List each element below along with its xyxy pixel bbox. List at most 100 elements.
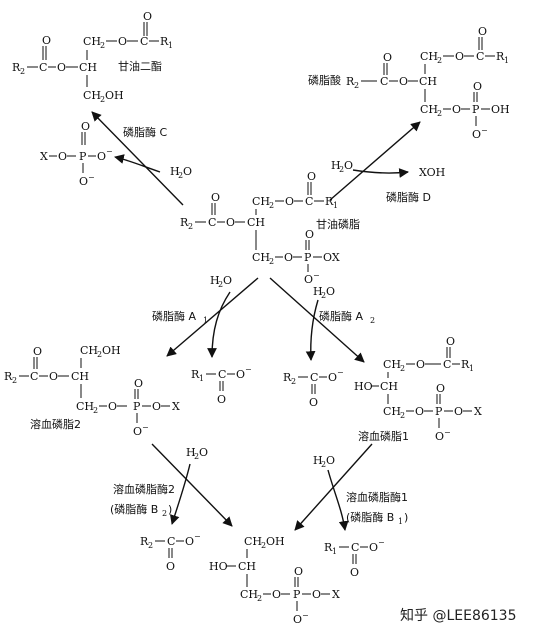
- svg-text:O: O: [236, 368, 245, 381]
- svg-text:H: H: [186, 446, 196, 459]
- svg-text:O: O: [152, 400, 161, 413]
- enzyme-lyso1: 溶血磷脂酶1: [346, 490, 408, 504]
- svg-text:CH: CH: [240, 588, 258, 601]
- svg-text:R: R: [496, 50, 505, 63]
- svg-text:CH: CH: [383, 405, 401, 418]
- svg-text:−: −: [313, 271, 320, 280]
- r2-carboxylate-bottom: R 2 C O − O: [140, 532, 201, 573]
- svg-text:O: O: [183, 165, 192, 178]
- watermark: 知乎 @LEE86135: [400, 607, 516, 624]
- svg-text:CH: CH: [420, 50, 438, 63]
- svg-text:1: 1: [398, 517, 403, 526]
- svg-text:C: C: [140, 35, 148, 48]
- svg-text:P: P: [293, 588, 301, 601]
- svg-text:O: O: [293, 613, 302, 626]
- svg-text:2: 2: [194, 452, 199, 461]
- svg-text:2: 2: [370, 316, 375, 325]
- svg-text:2: 2: [437, 56, 442, 65]
- svg-text:(磷脂酶 B: (磷脂酶 B: [346, 510, 394, 524]
- svg-text:O: O: [272, 588, 281, 601]
- svg-text:O: O: [415, 405, 424, 418]
- lyso2-name: 溶血磷脂2: [30, 417, 81, 431]
- svg-text:1: 1: [333, 201, 338, 210]
- svg-text:X: X: [172, 400, 180, 413]
- svg-text:H: H: [170, 165, 180, 178]
- dag-ch: CH: [79, 61, 97, 74]
- svg-text:O: O: [185, 535, 194, 548]
- svg-text:O: O: [416, 358, 425, 371]
- r1-carboxylate-bottom: R 1 C O − O: [324, 538, 385, 579]
- lyso1-name: 溶血磷脂1: [358, 429, 409, 443]
- svg-text:CH: CH: [419, 75, 437, 88]
- svg-text:O: O: [223, 274, 232, 287]
- svg-text:H: H: [313, 454, 323, 467]
- svg-text:CH: CH: [420, 103, 438, 116]
- svg-text:O: O: [226, 216, 235, 229]
- svg-text:R: R: [4, 370, 13, 383]
- svg-text:1: 1: [332, 547, 337, 556]
- svg-text:1: 1: [199, 374, 204, 383]
- arrow-lyso2: [151, 443, 233, 527]
- svg-text:O: O: [472, 128, 481, 141]
- svg-text:C: C: [305, 195, 313, 208]
- svg-text:C: C: [167, 535, 175, 548]
- svg-text:C: C: [39, 61, 47, 74]
- svg-text:1: 1: [168, 41, 173, 50]
- svg-text:O: O: [326, 454, 335, 467]
- svg-text:2: 2: [400, 411, 405, 420]
- arrow-pla1: [166, 277, 259, 357]
- svg-text:2: 2: [339, 165, 344, 174]
- svg-text:−: −: [88, 173, 95, 182]
- enzyme-pld: 磷脂酶 D: [386, 190, 431, 204]
- svg-text:O: O: [350, 566, 359, 579]
- svg-text:−: −: [337, 368, 344, 377]
- svg-text:−: −: [481, 126, 488, 135]
- svg-text:O: O: [307, 170, 316, 183]
- svg-text:2: 2: [257, 594, 262, 603]
- svg-text:2: 2: [162, 509, 167, 518]
- svg-text:P: P: [79, 150, 87, 163]
- svg-text:OH: OH: [102, 344, 121, 357]
- svg-text:): ): [168, 503, 172, 516]
- svg-text:C: C: [380, 75, 388, 88]
- svg-text:C: C: [208, 216, 216, 229]
- svg-text:O: O: [97, 150, 106, 163]
- svg-text:CH: CH: [247, 216, 265, 229]
- svg-text:2: 2: [218, 280, 223, 289]
- svg-text:−: −: [378, 538, 385, 547]
- svg-text:2: 2: [261, 541, 266, 550]
- arrow-pla2-side: [305, 299, 319, 361]
- svg-text:R: R: [324, 541, 333, 554]
- svg-text:O: O: [328, 371, 337, 384]
- svg-text:2: 2: [321, 291, 326, 300]
- xoh-label: XOH: [419, 166, 445, 179]
- svg-text:O: O: [344, 159, 353, 172]
- svg-text:CH: CH: [380, 380, 398, 393]
- enzyme-plc: 磷脂酶 C: [123, 125, 167, 139]
- svg-text:2: 2: [321, 460, 326, 469]
- svg-text:H: H: [331, 159, 341, 172]
- arrow-pla1-side: [207, 291, 231, 358]
- svg-text:R: R: [461, 358, 470, 371]
- enzyme-lyso2: 溶血磷脂酶2: [113, 482, 175, 496]
- svg-text:O: O: [57, 61, 66, 74]
- svg-text:2: 2: [400, 364, 405, 373]
- reaction-arrows: [91, 111, 421, 531]
- glycerophosphoryl-x: CH 2 OH HO CH CH 2 O P O O X O −: [209, 535, 340, 626]
- svg-text:1: 1: [469, 364, 474, 373]
- svg-text:O: O: [166, 560, 175, 573]
- svg-text:H: H: [313, 285, 323, 298]
- svg-text:CH: CH: [71, 370, 89, 383]
- svg-text:OH: OH: [105, 89, 124, 102]
- svg-text:R: R: [191, 368, 200, 381]
- svg-text:CH: CH: [252, 195, 270, 208]
- svg-text:−: −: [444, 428, 451, 437]
- svg-text:−: −: [302, 611, 309, 620]
- svg-text:2: 2: [97, 350, 102, 359]
- svg-text:P: P: [472, 103, 480, 116]
